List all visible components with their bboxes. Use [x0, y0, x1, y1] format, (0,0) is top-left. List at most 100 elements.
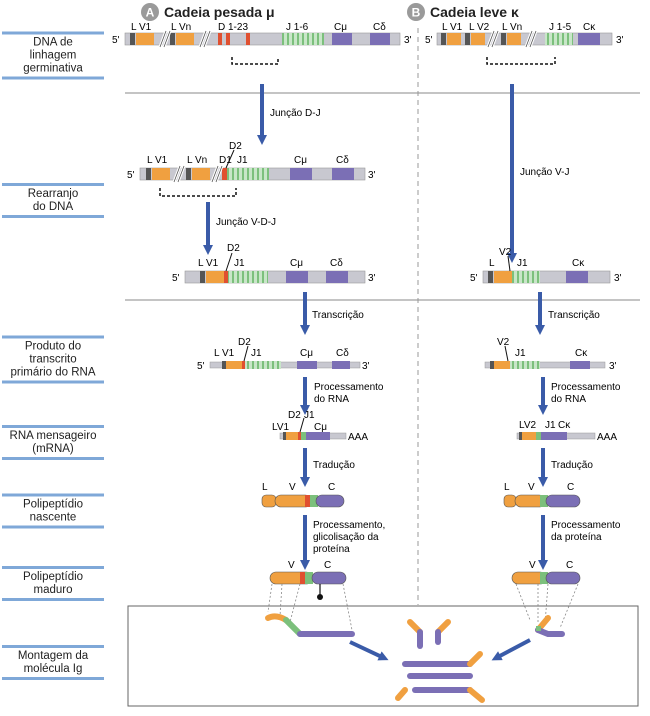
heavy-dj-3prime: 3' — [368, 170, 376, 181]
step-label-line: Polipeptídio — [23, 499, 83, 511]
step-bar-top — [2, 425, 104, 428]
step-label-line: primário do RNA — [11, 367, 96, 379]
heavy-vdj-d2-label: D2 — [227, 243, 240, 254]
light-transcription-label: Transcrição — [548, 310, 600, 321]
step-bar-top — [2, 31, 104, 35]
heavy-rna-d2-label: D2 — [238, 337, 251, 348]
step-bar-top — [2, 493, 104, 497]
heavy-dj-dna — [139, 149, 366, 197]
panel-b-header: B Cadeia leve κ — [407, 3, 519, 21]
heavy-rna-5prime: 5' — [197, 361, 205, 372]
heavy-dj-d2-label: D2 — [229, 141, 242, 152]
light-translation-label: Tradução — [551, 460, 593, 471]
step-bar-bottom — [2, 525, 104, 529]
heavy-germline-5prime: 5' — [112, 35, 120, 46]
assembly-arrow-heavy — [349, 640, 389, 661]
heavy-dj-lvn-label: L Vn — [187, 155, 207, 166]
heavy-mrna-d2-label: D2 — [288, 410, 301, 421]
light-germline-lvn-label: L Vn — [502, 22, 522, 33]
light-vj-j1-label: J1 — [517, 258, 528, 269]
light-mrna-polya-label: AAA — [597, 432, 617, 443]
step-label-line: Montagem da — [18, 650, 89, 662]
heavy-germline-lv1-label: L V1 — [131, 22, 152, 33]
panel-a-title: Cadeia pesada μ — [164, 4, 275, 20]
step-label-line: RNA mensageiro — [10, 430, 97, 442]
step-label-line: Polipeptídio — [23, 571, 83, 583]
heavy-germline-j-label: J 1-6 — [286, 22, 309, 33]
light-vj-dna — [482, 255, 611, 284]
heavy-vdj-cdelta-label: Cδ — [330, 258, 343, 269]
light-nascent-l-label: L — [504, 482, 510, 493]
assembly-box — [127, 605, 639, 707]
heavy-vdj-cmu-label: Cμ — [290, 258, 303, 269]
light-mrna-lv2-label: LV2 — [519, 420, 536, 431]
assembly-arrow-light — [491, 638, 531, 661]
light-germline-lv1-label: L V1 — [442, 22, 463, 33]
light-germline-ck-label: Cκ — [583, 22, 596, 33]
panel-a-badge — [141, 3, 159, 21]
heavy-vdj-j1-label: J1 — [234, 258, 245, 269]
panel-b-badge — [407, 3, 425, 21]
step-label-line: maduro — [34, 584, 73, 596]
light-nascent-c-label: C — [567, 482, 574, 493]
light-vj-label: Junção V-J — [520, 167, 569, 178]
step-label-line: germinativa — [23, 63, 83, 75]
step-label-line: (mRNA) — [32, 443, 74, 455]
heavy-protein-processing-line-3: proteína — [313, 544, 350, 555]
heavy-germline-lvn-label: L Vn — [171, 22, 191, 33]
light-mature-v-label: V — [529, 560, 536, 571]
heavy-dj-cdelta-label: Cδ — [336, 155, 349, 166]
heavy-germline-dna — [124, 30, 401, 65]
light-rna-processing-line-1: Processamento — [551, 382, 621, 393]
heavy-protein-processing-line-2: glicolisação da — [313, 532, 379, 543]
step-bar-bottom — [2, 457, 104, 460]
heavy-mature-c-label: C — [324, 560, 331, 571]
heavy-rna-processing-line-1: Processamento — [314, 382, 384, 393]
step-label-line: Produto do — [25, 341, 81, 353]
light-rna-3prime: 3' — [609, 361, 617, 372]
heavy-vdj-dna — [184, 252, 366, 284]
heavy-protein-processing-line-1: Processamento, — [313, 520, 385, 531]
step-label-line: do DNA — [33, 201, 74, 213]
step-bar-bottom — [2, 598, 104, 601]
step-bar-top — [2, 335, 104, 339]
heavy-vdj-lv1-label: L V1 — [198, 258, 219, 269]
step-bar-top — [2, 645, 104, 648]
light-protein-processing-line-2: da proteína — [551, 532, 602, 543]
assembly-heavy-chain — [265, 613, 355, 637]
light-vj-l-label: L — [489, 258, 495, 269]
light-germline-j-label: J 1-5 — [549, 22, 572, 33]
step-bar-bottom — [2, 215, 104, 218]
heavy-vdj-label: Junção V-D-J — [216, 217, 276, 228]
heavy-mrna-lv1-label: LV1 — [272, 422, 289, 433]
heavy-dj-5prime: 5' — [127, 170, 135, 181]
heavy-mrna-polya-label: AAA — [348, 432, 368, 443]
light-nascent-polypeptide — [503, 494, 581, 508]
step-label-line: Rearranjo — [28, 188, 79, 200]
heavy-dj-label: Junção D-J — [270, 108, 321, 119]
heavy-rna-cmu-label: Cμ — [300, 348, 313, 359]
light-vj-v2-label: V2 — [499, 247, 512, 258]
light-mature-polypeptide — [511, 571, 581, 629]
step-label-line: molécula Ig — [24, 663, 83, 675]
panel-b-title: Cadeia leve κ — [430, 4, 519, 20]
heavy-nascent-v-label: V — [289, 482, 296, 493]
heavy-mature-polypeptide — [267, 571, 353, 631]
heavy-nascent-polypeptide — [261, 494, 345, 508]
light-vj-ck-label: Cκ — [572, 258, 585, 269]
heavy-germline-cdelta-label: Cδ — [373, 22, 386, 33]
heavy-vdj-5prime: 5' — [172, 273, 180, 284]
light-mrna-ck-label: Cκ — [558, 420, 571, 431]
panel-a-header: A Cadeia pesada μ — [141, 3, 275, 21]
light-rna-v2-label: V2 — [497, 337, 510, 348]
heavy-transcription-label: Transcrição — [312, 310, 364, 321]
glycosylation-mark — [317, 594, 323, 600]
heavy-rna-3prime: 3' — [362, 361, 370, 372]
heavy-mrna-cmu-label: Cμ — [314, 422, 327, 433]
light-rna-processing-line-2: do RNA — [551, 394, 586, 405]
light-vj-3prime: 3' — [614, 273, 622, 284]
